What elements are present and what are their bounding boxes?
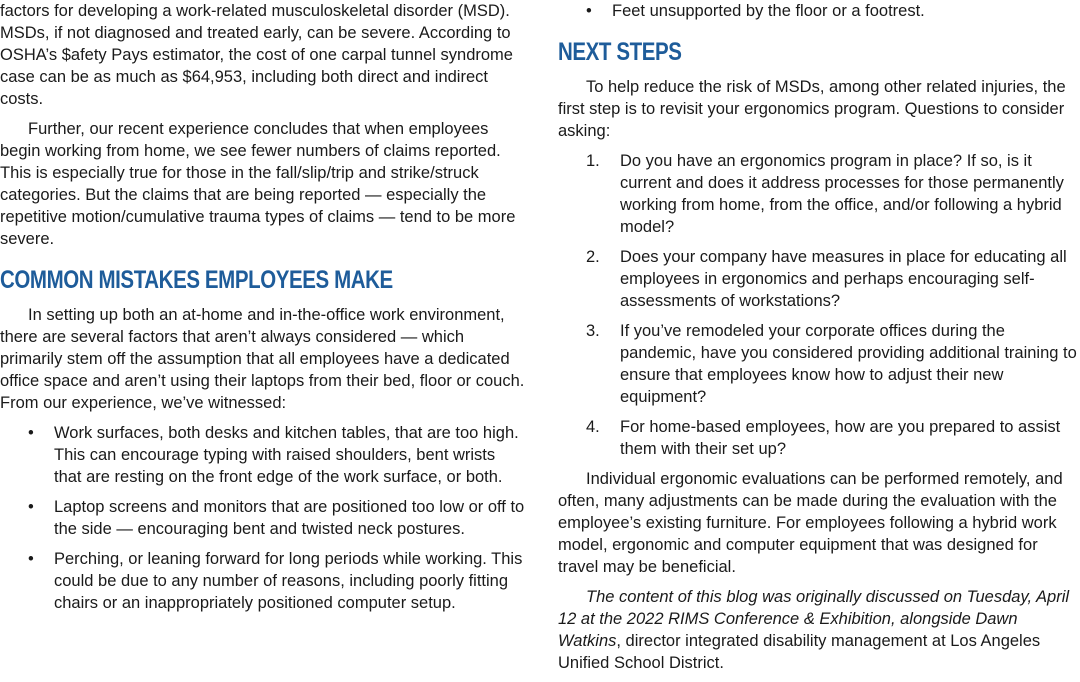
- right-column: • Feet unsupported by the floor or a foo…: [558, 0, 1080, 682]
- list-number: 4.: [586, 418, 600, 436]
- list-item-text: Perching, or leaning forward for long pe…: [54, 550, 523, 612]
- bullet-icon: •: [28, 550, 34, 568]
- left-column: factors for developing a work-related mu…: [0, 0, 525, 622]
- list-item: 2. Does your company have measures in pl…: [558, 246, 1080, 312]
- list-item: 4. For home-based employees, how are you…: [558, 416, 1080, 460]
- list-number: 1.: [586, 152, 600, 170]
- list-item-text: Does your company have measures in place…: [620, 248, 1067, 310]
- bullet-icon: •: [28, 498, 34, 516]
- bullet-icon: •: [28, 424, 34, 442]
- continued-bullet-list: • Feet unsupported by the floor or a foo…: [558, 0, 1080, 22]
- list-item: 3. If you’ve remodeled your corporate of…: [558, 320, 1080, 408]
- paragraph-msd-cost: factors for developing a work-related mu…: [0, 2, 513, 108]
- heading-common-mistakes: COMMON MISTAKES EMPLOYEES MAKE: [0, 266, 393, 294]
- paragraph-reduce-risk: To help reduce the risk of MSDs, among o…: [558, 78, 1066, 140]
- heading-next-steps: NEXT STEPS: [558, 38, 682, 66]
- list-item-text: Laptop screens and monitors that are pos…: [54, 498, 525, 538]
- list-item-text: Feet unsupported by the floor or a footr…: [612, 2, 925, 20]
- list-item-text: For home-based employees, how are you pr…: [620, 418, 1061, 458]
- list-number: 3.: [586, 322, 600, 340]
- mistakes-bullet-list: • Work surfaces, both desks and kitchen …: [0, 422, 525, 614]
- paragraph-work-environment: In setting up both an at-home and in-the…: [0, 306, 525, 412]
- list-item: 1. Do you have an ergonomics program in …: [558, 150, 1080, 238]
- closing-italic-text: The content of this blog was originally …: [558, 588, 1070, 650]
- list-number: 2.: [586, 248, 600, 266]
- questions-numbered-list: 1. Do you have an ergonomics program in …: [558, 150, 1080, 460]
- list-item: • Laptop screens and monitors that are p…: [0, 496, 525, 540]
- list-item-text: Do you have an ergonomics program in pla…: [620, 152, 1064, 236]
- list-item-text: If you’ve remodeled your corporate offic…: [620, 322, 1077, 406]
- paragraph-evaluations: Individual ergonomic evaluations can be …: [558, 470, 1063, 576]
- paragraph-closing-note: The content of this blog was originally …: [558, 586, 1080, 674]
- list-item: • Work surfaces, both desks and kitchen …: [0, 422, 525, 488]
- closing-rest-text: , director integrated disability managem…: [558, 632, 1041, 672]
- bullet-icon: •: [586, 2, 592, 20]
- list-item-text: Work surfaces, both desks and kitchen ta…: [54, 424, 519, 486]
- list-item: • Feet unsupported by the floor or a foo…: [558, 0, 1080, 22]
- paragraph-claims-experience: Further, our recent experience concludes…: [0, 120, 516, 248]
- list-item: • Perching, or leaning forward for long …: [0, 548, 525, 614]
